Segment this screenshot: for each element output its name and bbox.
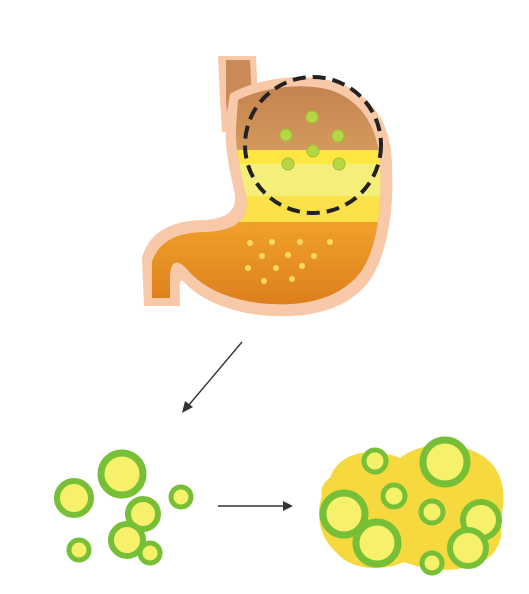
lower-granule bbox=[273, 265, 279, 271]
lower-granule bbox=[285, 252, 291, 258]
lower-granule bbox=[261, 278, 267, 284]
bubble bbox=[66, 537, 92, 563]
foam-bubble bbox=[352, 518, 402, 568]
yellow-layer bbox=[152, 164, 381, 198]
lower-granules bbox=[245, 239, 333, 284]
bubble bbox=[97, 449, 147, 499]
green-granule bbox=[279, 128, 293, 142]
bubble bbox=[137, 540, 163, 566]
upper-gastric-content bbox=[152, 86, 381, 152]
green-granules bbox=[279, 110, 346, 171]
arrow-diagonal bbox=[182, 341, 243, 413]
lower-granule bbox=[269, 239, 275, 245]
foam-bubble bbox=[419, 436, 471, 488]
foam-bubble bbox=[418, 498, 446, 526]
green-granule bbox=[331, 129, 345, 143]
green-granule bbox=[305, 110, 319, 124]
lower-granule bbox=[259, 253, 265, 259]
lower-granule bbox=[297, 239, 303, 245]
bubble bbox=[108, 521, 146, 559]
green-granule bbox=[281, 157, 295, 171]
foam-bubble bbox=[361, 447, 389, 475]
lower-granule bbox=[247, 240, 253, 246]
lower-granule bbox=[299, 263, 305, 269]
bubble bbox=[54, 478, 94, 518]
foam-bubble bbox=[380, 482, 408, 510]
foam-bubble bbox=[419, 550, 445, 576]
lower-granule bbox=[327, 239, 333, 245]
bubble bbox=[125, 496, 161, 532]
foam-bubble bbox=[447, 527, 489, 569]
foam-bubble bbox=[319, 489, 369, 539]
zoom-circle bbox=[243, 75, 383, 215]
separate-bubbles bbox=[54, 449, 194, 566]
green-granule bbox=[306, 144, 320, 158]
yellow-layer-top bbox=[152, 150, 381, 164]
lower-granule bbox=[311, 253, 317, 259]
lower-granule bbox=[245, 265, 251, 271]
green-granule bbox=[332, 157, 346, 171]
lower-granule bbox=[289, 276, 295, 282]
arrow-horizontal bbox=[218, 501, 293, 511]
bubble bbox=[168, 484, 194, 510]
merged-foam bbox=[318, 436, 504, 576]
